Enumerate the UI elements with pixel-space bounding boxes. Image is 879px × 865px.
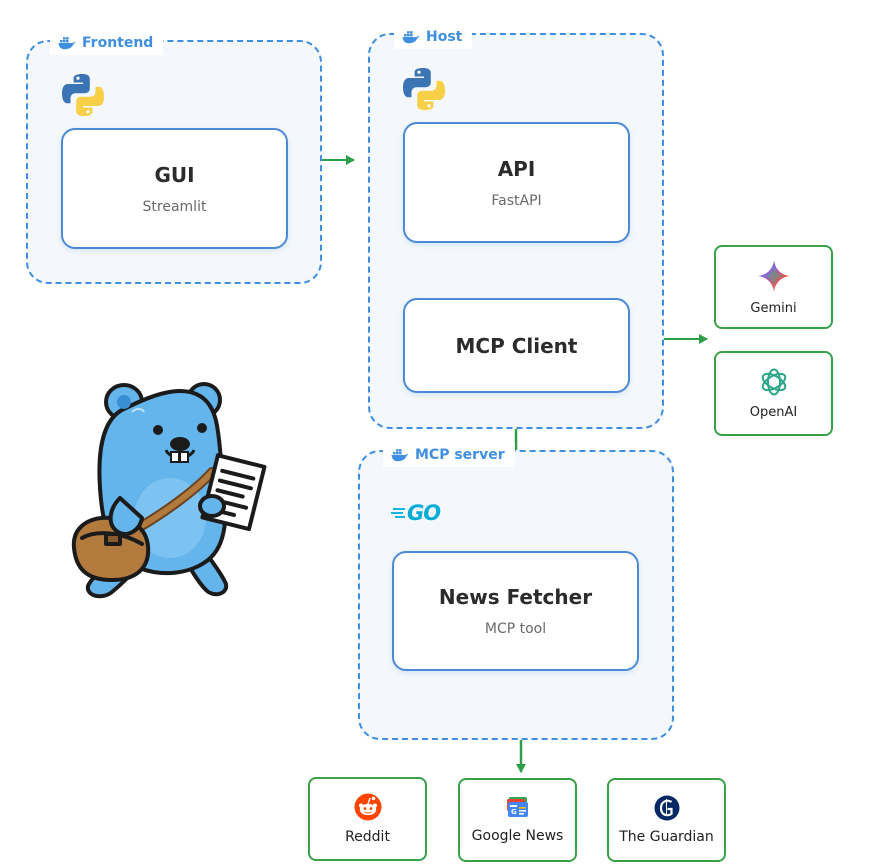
go-logo-icon: GO <box>391 500 451 526</box>
google-news-box[interactable]: G Google News <box>458 778 577 862</box>
gemini-box[interactable]: Gemini <box>714 245 833 329</box>
gui-subtitle: Streamlit <box>142 198 207 215</box>
guardian-box[interactable]: The Guardian <box>607 778 726 862</box>
gui-title: GUI <box>154 162 195 187</box>
mcp-server-label-text: MCP server <box>415 447 505 463</box>
go-logo-text: GO <box>407 501 441 525</box>
api-box[interactable]: API FastAPI <box>403 122 630 243</box>
docker-whale-icon <box>58 36 76 50</box>
openai-logo-icon <box>759 367 789 397</box>
news-fetcher-title: News Fetcher <box>438 585 593 609</box>
python-logo-icon <box>401 66 447 116</box>
google-news-label: Google News <box>471 828 564 844</box>
google-news-logo-icon: G <box>505 796 531 820</box>
reddit-label: Reddit <box>345 829 390 845</box>
host-group-label: Host <box>394 25 473 49</box>
openai-box[interactable]: OpenAI <box>714 351 833 436</box>
gui-box[interactable]: GUI Streamlit <box>61 128 288 249</box>
frontend-label-text: Frontend <box>82 35 154 51</box>
mcp-server-group-label: MCP server <box>383 443 515 467</box>
gemini-sparkle-icon <box>757 259 791 293</box>
openai-label: OpenAI <box>749 405 798 420</box>
docker-whale-icon <box>391 448 409 462</box>
news-fetcher-box[interactable]: News Fetcher MCP tool <box>392 551 639 671</box>
api-subtitle: FastAPI <box>491 192 542 209</box>
svg-text:G: G <box>511 808 517 816</box>
gemini-label: Gemini <box>750 300 797 316</box>
mcp-client-title: MCP Client <box>455 333 578 358</box>
reddit-box[interactable]: Reddit <box>308 777 427 861</box>
news-fetcher-subtitle: MCP tool <box>484 621 547 637</box>
reddit-logo-icon <box>354 793 382 821</box>
mcp-client-box[interactable]: MCP Client <box>403 298 630 393</box>
host-label-text: Host <box>426 29 463 45</box>
guardian-logo-icon <box>654 795 680 821</box>
guardian-label: The Guardian <box>619 829 714 845</box>
frontend-group-label: Frontend <box>50 31 164 55</box>
docker-whale-icon <box>402 30 420 44</box>
gopher-mascot <box>62 378 268 612</box>
api-title: API <box>497 156 536 181</box>
python-logo-icon <box>60 72 106 122</box>
